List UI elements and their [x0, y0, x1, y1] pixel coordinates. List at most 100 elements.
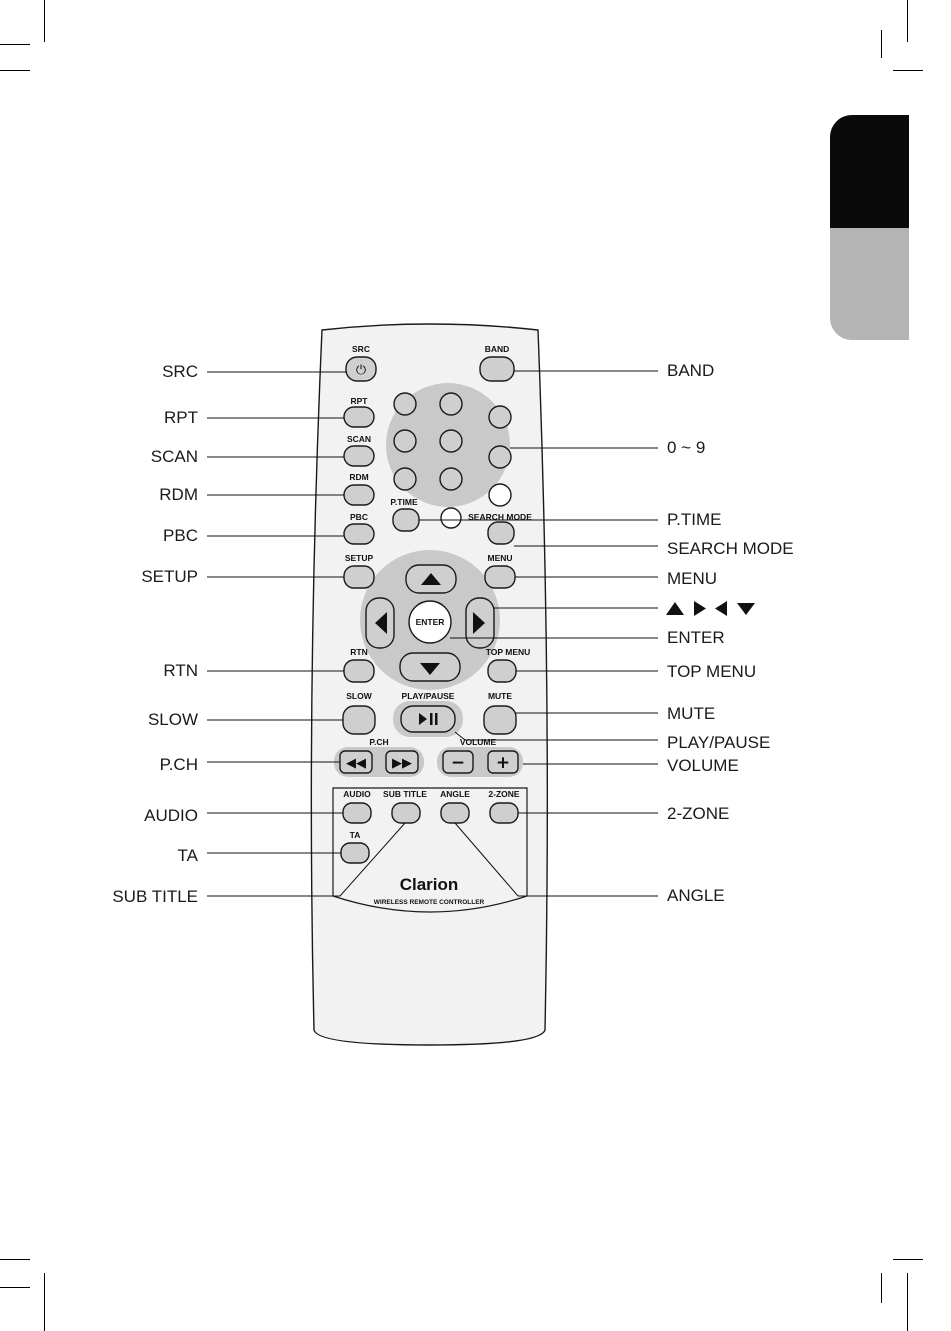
pbc-label: PBC: [350, 512, 368, 522]
direction-pad: ENTER: [365, 564, 495, 682]
play-pause-button[interactable]: [400, 705, 456, 733]
src-button[interactable]: [345, 356, 377, 382]
pch-next-button[interactable]: [385, 750, 419, 774]
section-tab-dark: [830, 115, 909, 228]
enter-label: ENTER: [416, 617, 445, 627]
callout-mute: MUTE: [667, 704, 716, 723]
digit-key[interactable]: [488, 405, 512, 429]
digit-key[interactable]: [439, 429, 463, 453]
arrow-down-symbol-icon: [737, 603, 755, 615]
rewind-icon: ◀◀: [346, 756, 366, 771]
volume-up-button[interactable]: [487, 750, 519, 774]
band-label: BAND: [485, 344, 510, 354]
src-label: SRC: [352, 344, 370, 354]
callout-pbc: PBC: [163, 526, 198, 545]
callout-search-mode: SEARCH MODE: [667, 539, 794, 558]
crop-mark: [907, 1273, 908, 1331]
pch-label: P.CH: [369, 737, 388, 747]
callout-src: SRC: [162, 362, 198, 381]
rtn-label: RTN: [350, 647, 367, 657]
ta-label: TA: [350, 830, 361, 840]
digit-key[interactable]: [440, 507, 462, 529]
setup-label: SETUP: [345, 553, 374, 563]
arrow-left-icon: [375, 612, 387, 634]
two-zone-button[interactable]: [489, 802, 519, 824]
callout-play-pause: PLAY/PAUSE: [667, 733, 771, 752]
mute-button[interactable]: [483, 705, 517, 735]
digit-key[interactable]: [439, 467, 463, 491]
rpt-label: RPT: [351, 396, 369, 406]
plus-icon: +: [496, 753, 510, 773]
callout-pch: P.CH: [159, 755, 198, 774]
crop-mark: [893, 70, 923, 71]
audio-label: AUDIO: [343, 789, 371, 799]
rdm-button[interactable]: [343, 484, 375, 506]
volume-label: VOLUME: [460, 737, 497, 747]
band-button[interactable]: [479, 356, 515, 382]
play-pause-label: PLAY/PAUSE: [402, 691, 455, 701]
crop-mark: [0, 70, 30, 71]
enter-button[interactable]: [408, 600, 452, 644]
digit-key[interactable]: [393, 392, 417, 416]
search-mode-label: SEARCH MODE: [468, 512, 532, 522]
brand-subtitle: WIRELESS REMOTE CONTROLLER: [374, 899, 485, 906]
audio-button[interactable]: [342, 802, 372, 824]
scan-label: SCAN: [347, 434, 371, 444]
digit-key[interactable]: [393, 467, 417, 491]
top-menu-label: TOP MENU: [486, 647, 531, 657]
arrow-right-icon: [473, 612, 485, 634]
slow-label: SLOW: [346, 691, 372, 701]
crop-mark: [0, 44, 30, 45]
digit-key[interactable]: [393, 429, 417, 453]
setup-button[interactable]: [343, 565, 375, 589]
digit-key[interactable]: [488, 483, 512, 507]
lower-panel: [332, 787, 528, 913]
ta-button[interactable]: [340, 842, 370, 864]
callout-ptime: P.TIME: [667, 510, 722, 529]
two-zone-label: 2-ZONE: [488, 789, 520, 799]
volume-down-button[interactable]: [442, 750, 474, 774]
callout-scan: SCAN: [150, 447, 198, 466]
forward-icon: ▶▶: [392, 756, 412, 771]
power-icon: ⏻: [356, 363, 366, 378]
rpt-button[interactable]: [343, 406, 375, 428]
number-keys: [393, 392, 512, 529]
ptime-button[interactable]: [392, 508, 420, 532]
minus-icon: −: [451, 753, 465, 773]
sub-title-button[interactable]: [391, 802, 421, 824]
callout-two-zone: 2-ZONE: [667, 804, 730, 823]
search-mode-button[interactable]: [487, 521, 515, 545]
top-menu-button[interactable]: [487, 659, 517, 683]
callout-enter: ENTER: [667, 628, 725, 647]
side-keys: ⏻ SRC BAND RPT SCAN RDM P.TIME SEARCH MO…: [343, 344, 532, 589]
callout-digits: 0 ~ 9: [667, 438, 706, 457]
crop-mark: [0, 1287, 30, 1288]
digit-key[interactable]: [439, 392, 463, 416]
callout-sub-title: SUB TITLE: [112, 887, 198, 906]
callout-ta: TA: [177, 846, 198, 865]
digit-key[interactable]: [488, 445, 512, 469]
rtn-button[interactable]: [343, 659, 375, 683]
ptime-label: P.TIME: [390, 497, 418, 507]
pbc-button[interactable]: [343, 523, 375, 545]
slow-button[interactable]: [342, 705, 376, 735]
callout-band: BAND: [667, 361, 715, 380]
callout-top-menu: TOP MENU: [667, 662, 757, 681]
play-icon: [419, 713, 427, 725]
crop-mark: [44, 1273, 45, 1331]
leader-lines: [207, 370, 658, 897]
direction-symbols: [666, 601, 755, 616]
mute-label: MUTE: [488, 691, 512, 701]
crop-mark: [881, 1273, 882, 1303]
sub-title-label: SUB TITLE: [383, 789, 427, 799]
angle-button[interactable]: [440, 802, 470, 824]
callout-audio: AUDIO: [144, 806, 198, 825]
scan-button[interactable]: [343, 445, 375, 467]
arrow-left-symbol-icon: [715, 601, 727, 616]
arrow-up-icon: [421, 573, 441, 585]
section-tab-light: [830, 228, 909, 340]
menu-label: MENU: [487, 553, 512, 563]
arrow-right-symbol-icon: [694, 601, 706, 616]
menu-button[interactable]: [484, 565, 516, 589]
